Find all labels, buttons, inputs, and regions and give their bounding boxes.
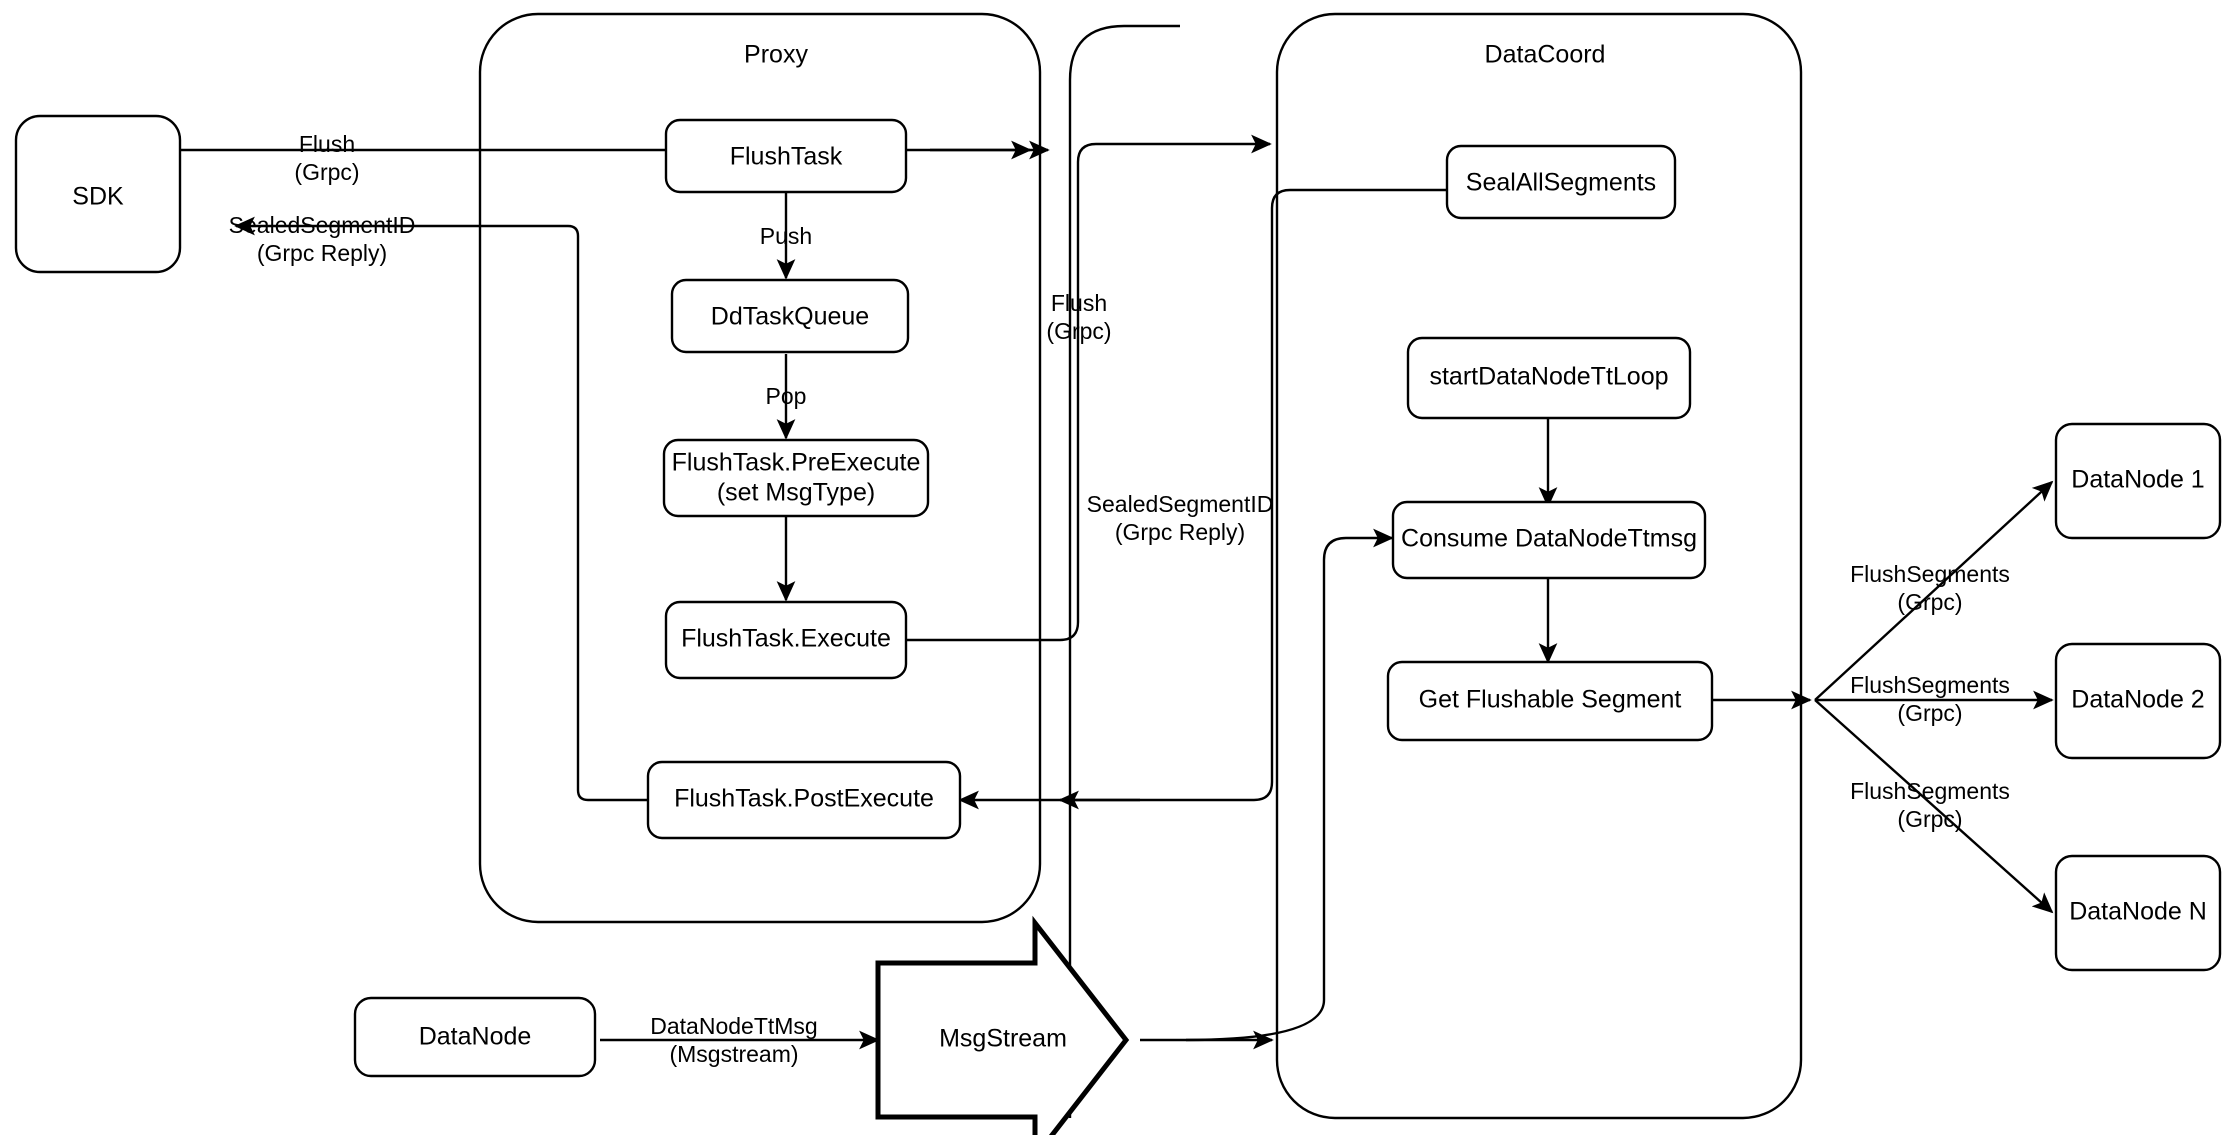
flush-grpc-label-line2: (Grpc) <box>294 159 359 185</box>
connector-loopback-to-sdk <box>234 216 580 240</box>
preexecute-box[interactable] <box>662 438 930 518</box>
sdk-label: SDK <box>72 183 124 211</box>
node-get-flushable-segment[interactable]: Get Flushable Segment <box>1386 660 1714 742</box>
datacoord-container-title: DataCoord <box>1485 41 1606 69</box>
datanode-2-label: DataNode 2 <box>2071 686 2204 714</box>
datanode-1-box[interactable] <box>2054 422 2222 540</box>
datanode-bottom-box[interactable] <box>353 996 597 1078</box>
node-ddtaskqueue[interactable]: DdTaskQueue <box>670 278 910 354</box>
edge-label-proxy-to-datacoord: Flush (Grpc) <box>1046 290 1111 344</box>
node-datanode-n[interactable]: DataNode N <box>2054 854 2222 972</box>
startdatanodettloop-box[interactable] <box>1406 336 1692 420</box>
flushtask-box[interactable] <box>664 118 908 194</box>
execute-label: FlushTask.Execute <box>681 625 891 653</box>
flushsegments-n-label-line1: FlushSegments <box>1850 778 2010 804</box>
node-start-datanode-ttloop[interactable]: startDataNodeTtLoop <box>1406 336 1692 420</box>
node-datanode-1[interactable]: DataNode 1 <box>2054 422 2222 540</box>
msgstream-arrow-shape[interactable] <box>875 915 1130 1135</box>
edge-label-proxy-to-sdk: SealedSegmentID (Grpc Reply) <box>229 212 416 266</box>
flushsegments-1-label-line2: (Grpc) <box>1897 589 1962 615</box>
connector-execute-to-datacoord <box>906 134 1272 642</box>
node-sealallsegments[interactable]: SealAllSegments <box>1445 144 1677 220</box>
connector-fanout-to-datanoden <box>1814 699 2054 914</box>
node-flushtask-execute[interactable]: FlushTask.Execute <box>664 600 908 680</box>
flushsegments-1-label-line1: FlushSegments <box>1850 561 2010 587</box>
container-datacoord: DataCoord <box>1275 12 1803 1120</box>
datanodettmsg-label-line1: DataNodeTtMsg <box>650 1013 817 1039</box>
datanode-2-box[interactable] <box>2054 642 2222 760</box>
node-flushtask[interactable]: FlushTask <box>664 118 908 194</box>
push-label: Push <box>760 223 812 249</box>
consume-datanodettmsg-box[interactable] <box>1391 500 1707 580</box>
consume-datanodettmsg-label: Consume DataNodeTtmsg <box>1401 525 1697 553</box>
node-consume-datanodettmsg[interactable]: Consume DataNodeTtmsg <box>1391 500 1707 580</box>
ddtaskqueue-box[interactable] <box>670 278 910 354</box>
edge-label-sdk-to-proxy: Flush (Grpc) <box>294 131 359 185</box>
datanodettmsg-label-line2: (Msgstream) <box>669 1041 798 1067</box>
connector-postexecute-loopback-vertical <box>576 240 648 802</box>
sealallsegments-label: SealAllSegments <box>1466 169 1656 197</box>
connector-ttmsg-into-consume <box>1185 528 1394 1042</box>
sealallsegments-box[interactable] <box>1445 144 1677 220</box>
sealedsegmentid-from-datacoord-label-line1: SealedSegmentID <box>1087 491 1274 517</box>
flushsegments-n-label-line2: (Grpc) <box>1897 806 1962 832</box>
node-flushtask-preexecute[interactable]: FlushTask.PreExecute (set MsgType) <box>662 438 930 518</box>
flushsegments-2-label-line1: FlushSegments <box>1850 672 2010 698</box>
sealedsegmentid-reply-label-line1: SealedSegmentID <box>229 212 416 238</box>
ddtaskqueue-label: DdTaskQueue <box>711 303 869 331</box>
datanode-bottom-label: DataNode <box>419 1023 532 1051</box>
edge-label-flushsegments-2: FlushSegments (Grpc) <box>1850 672 2010 726</box>
flush-to-datacoord-label-line1: Flush <box>1051 290 1107 316</box>
flush-grpc-label-line1: Flush <box>299 131 355 157</box>
datanode-n-label: DataNode N <box>2069 898 2207 926</box>
execute-box[interactable] <box>664 600 908 680</box>
node-flushtask-postexecute[interactable]: FlushTask.PostExecute <box>646 760 962 840</box>
pop-label: Pop <box>766 383 807 409</box>
connector-proxy-boundary-vertical <box>1068 24 1180 1118</box>
preexecute-label-line1: FlushTask.PreExecute <box>672 449 921 477</box>
node-datanode-2[interactable]: DataNode 2 <box>2054 642 2222 760</box>
node-msgstream[interactable]: MsgStream <box>875 915 1130 1135</box>
datanode-n-box[interactable] <box>2054 854 2222 972</box>
sealedsegmentid-reply-label-line2: (Grpc Reply) <box>257 240 387 266</box>
proxy-container-title: Proxy <box>744 41 808 69</box>
postexecute-label: FlushTask.PostExecute <box>674 785 934 813</box>
get-flushable-segment-box[interactable] <box>1386 660 1714 742</box>
flushtask-label: FlushTask <box>730 143 843 171</box>
sdk-box[interactable] <box>14 114 182 274</box>
flushsegments-2-label-line2: (Grpc) <box>1897 700 1962 726</box>
connector-fanout-to-datanode1 <box>1814 480 2054 701</box>
node-datanode-bottom[interactable]: DataNode <box>353 996 597 1078</box>
container-proxy: Proxy <box>478 12 1042 924</box>
sealedsegmentid-from-datacoord-label-line2: (Grpc Reply) <box>1115 519 1245 545</box>
node-sdk[interactable]: SDK <box>14 114 182 274</box>
datacoord-container-outline <box>1275 12 1803 1120</box>
preexecute-label-line2: (set MsgType) <box>717 479 875 507</box>
edge-label-datacoord-to-proxy: SealedSegmentID (Grpc Reply) <box>1087 491 1274 545</box>
startdatanodettloop-label: startDataNodeTtLoop <box>1429 363 1668 391</box>
get-flushable-segment-label: Get Flushable Segment <box>1419 686 1682 714</box>
postexecute-box[interactable] <box>646 760 962 840</box>
flush-to-datacoord-label-line2: (Grpc) <box>1046 318 1111 344</box>
msgstream-label: MsgStream <box>939 1025 1067 1053</box>
connector-datacoord-reply-to-postexecute <box>958 188 1447 810</box>
datanode-1-label: DataNode 1 <box>2071 466 2204 494</box>
edge-label-flushsegments-n: FlushSegments (Grpc) <box>1850 778 2010 832</box>
edge-label-datanode-ttmsg: DataNodeTtMsg (Msgstream) <box>650 1013 817 1067</box>
proxy-container-outline <box>478 12 1042 924</box>
edge-label-flushsegments-1: FlushSegments (Grpc) <box>1850 561 2010 615</box>
